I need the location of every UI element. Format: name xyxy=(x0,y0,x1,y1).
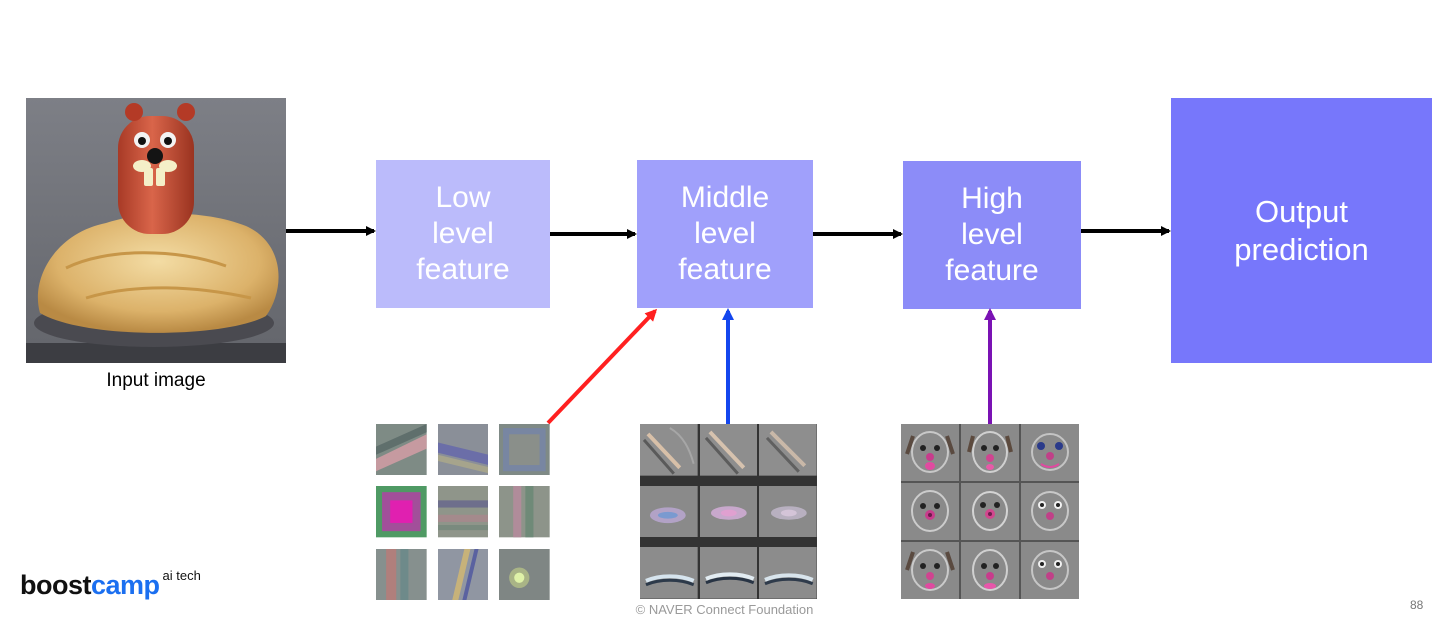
dog-face-feature-tile xyxy=(1021,483,1079,540)
low-level-feature-box: Low level feature xyxy=(376,160,550,308)
feature-tile xyxy=(699,547,758,599)
input-image xyxy=(26,98,286,363)
feature-tile xyxy=(640,424,698,476)
dog-face-feature-tile xyxy=(961,424,1019,481)
filter-tile xyxy=(437,424,489,476)
filter-tile xyxy=(376,424,427,476)
dog-face-feature-tile xyxy=(901,483,959,540)
filter-tile xyxy=(499,486,550,538)
filter-tile xyxy=(376,486,427,538)
logo-boost-text: boost xyxy=(20,570,92,600)
feature-tile xyxy=(759,424,817,476)
filter-tile xyxy=(376,548,427,600)
feature-tile xyxy=(640,485,698,538)
page-number: 88 xyxy=(1410,598,1424,612)
feature-tile xyxy=(699,485,758,538)
dog-face-feature-tile xyxy=(901,542,959,599)
filter-tile xyxy=(437,548,489,600)
filter-tile xyxy=(499,424,550,476)
copyright-footer: © NAVER Connect Foundation xyxy=(635,602,814,617)
feature-tile xyxy=(699,424,758,476)
filter-tile xyxy=(437,486,489,538)
high-level-feature-grid xyxy=(901,424,1079,599)
feature-tile xyxy=(640,547,698,599)
output-prediction-box: Output prediction xyxy=(1171,98,1432,363)
dog-face-feature-tile xyxy=(1021,542,1079,599)
logo-camp-text: camp xyxy=(91,570,160,600)
sausage-pastry-image xyxy=(26,98,286,363)
logo-aitech-text: ai tech xyxy=(162,568,201,583)
dog-face-feature-tile xyxy=(901,424,959,481)
arrow-low-filters-to-middle xyxy=(546,308,658,425)
dog-face-feature-tile xyxy=(961,483,1019,540)
low-level-filter-grid xyxy=(376,424,550,600)
dog-face-feature-tile xyxy=(1021,424,1079,481)
middle-level-feature-grid xyxy=(640,424,817,599)
filter-tile xyxy=(499,548,550,600)
input-image-label: Input image xyxy=(106,370,206,391)
feature-tile xyxy=(759,485,817,538)
feature-tile xyxy=(759,547,817,599)
high-level-feature-box: High level feature xyxy=(903,161,1081,309)
middle-level-feature-box: Middle level feature xyxy=(637,160,813,308)
dog-face-feature-tile xyxy=(961,542,1019,599)
